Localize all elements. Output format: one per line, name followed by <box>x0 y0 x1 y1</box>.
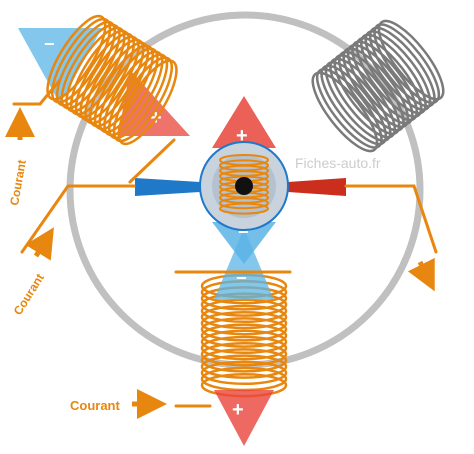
coil-turn <box>324 61 392 142</box>
current-label-left: Courant <box>11 271 47 317</box>
current-arrows <box>4 107 435 419</box>
coil-turn <box>200 310 288 336</box>
top-left-coil <box>46 14 178 146</box>
rotor-blade-red <box>288 178 346 196</box>
coil-turn <box>51 17 112 104</box>
coil-turn <box>200 317 288 342</box>
top-coil-minus-label: − <box>44 34 55 54</box>
coil-turn <box>200 335 288 361</box>
coil-turn <box>200 348 288 373</box>
coil-turn <box>200 323 288 348</box>
coil-turn <box>108 53 169 140</box>
coil-turn <box>112 56 173 143</box>
coil-turn <box>98 47 159 134</box>
coil-turn <box>329 57 396 139</box>
coil-turn <box>373 23 441 104</box>
coil-turn <box>351 40 418 122</box>
arrow-current-left <box>25 227 54 261</box>
wire-top-coil-feed <box>12 78 62 106</box>
wire-top-coil-end <box>128 138 176 184</box>
coil-turn <box>70 29 131 116</box>
coil-turn <box>355 37 423 118</box>
coil-turn <box>368 26 436 108</box>
coil-turn <box>311 71 379 153</box>
rotor-south-pole <box>212 222 276 264</box>
coil-turn <box>333 54 401 135</box>
coil-turn <box>200 304 288 330</box>
coil-turn <box>200 329 288 355</box>
coil-turn <box>60 23 121 110</box>
rotor-winding-turn <box>219 202 269 215</box>
coil-turn <box>55 20 116 107</box>
coil-turn <box>338 50 405 132</box>
bottom-coil-minus-label: − <box>236 268 247 288</box>
coil-turn <box>65 26 126 113</box>
bottom-coil <box>200 273 288 398</box>
coil-turn <box>200 360 288 386</box>
arrow-current-right <box>407 257 435 292</box>
coil-turn <box>93 44 154 131</box>
coil-turn <box>320 64 388 146</box>
top-right-coil <box>311 19 445 153</box>
rotor-minus-label: − <box>238 222 249 242</box>
current-label-top-left: Courant <box>7 159 29 207</box>
coil-turn <box>103 50 164 137</box>
coil-turn <box>74 32 135 119</box>
watermark: Fiches-auto.fr <box>295 155 381 171</box>
rotor-blade-blue <box>135 178 200 196</box>
coil-turn <box>79 35 140 122</box>
bottom-coil-plus-label: + <box>232 399 244 421</box>
rotor-axle <box>235 177 253 195</box>
coil-turn <box>200 341 288 367</box>
rotor-north-pole <box>212 96 276 148</box>
wires <box>12 78 438 408</box>
coil-turn <box>360 33 427 115</box>
coil-turn <box>364 30 432 111</box>
coil-turn <box>377 19 445 101</box>
rotor-winding-turn <box>219 197 269 210</box>
coil-turn <box>315 68 383 149</box>
coil-turn <box>342 47 410 129</box>
wire-right-return <box>344 184 438 254</box>
coil-turn <box>200 354 288 379</box>
coil-turn <box>84 38 145 125</box>
current-label-bottom: Courant <box>70 398 121 413</box>
coil-turn <box>89 41 150 128</box>
bottom-coil-north-pole <box>214 390 274 446</box>
coil-turn <box>46 14 107 101</box>
coil-turn <box>346 43 414 125</box>
rotor-plus-label: + <box>236 125 248 147</box>
coil-turn <box>117 59 178 146</box>
